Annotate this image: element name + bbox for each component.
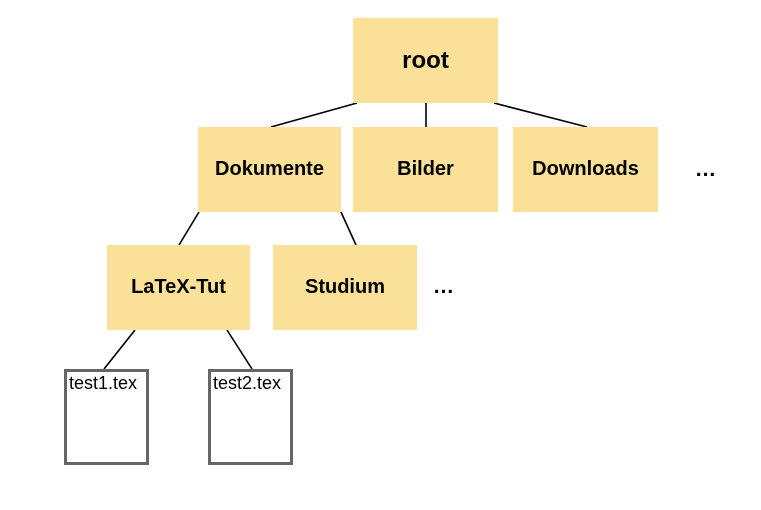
node-dokumente-label: Dokumente [215, 158, 324, 180]
ellipsis-more-siblings-level1: ... [688, 154, 724, 186]
ellipsis-level1-text: ... [695, 158, 717, 181]
connector-latex-tut-test2 [226, 329, 253, 370]
node-bilder-label: Bilder [397, 158, 454, 180]
ellipsis-level2-text: ... [433, 275, 455, 298]
node-latex-tut-label: LaTeX-Tut [131, 276, 226, 298]
node-downloads: Downloads [513, 127, 658, 212]
ellipsis-more-siblings-level2: ... [426, 271, 462, 303]
node-dokumente: Dokumente [198, 127, 341, 212]
file-node-test1: test1.tex [64, 369, 149, 465]
node-root-label: root [402, 46, 449, 74]
node-latex-tut: LaTeX-Tut [107, 245, 250, 330]
connector-dokumente-latex-tut [178, 211, 200, 246]
connector-dokumente-studium [340, 211, 357, 246]
file-node-test2: test2.tex [208, 369, 293, 465]
file-test1-label: test1.tex [69, 373, 138, 393]
node-studium-label: Studium [305, 276, 385, 298]
connector-latex-tut-test1 [103, 329, 136, 370]
node-downloads-label: Downloads [532, 158, 639, 180]
node-studium: Studium [273, 245, 417, 330]
node-root: root [353, 18, 498, 103]
connector-root-dokumente [270, 102, 358, 128]
connector-root-downloads [493, 102, 588, 128]
node-bilder: Bilder [353, 127, 498, 212]
file-test2-label: test2.tex [213, 373, 282, 393]
